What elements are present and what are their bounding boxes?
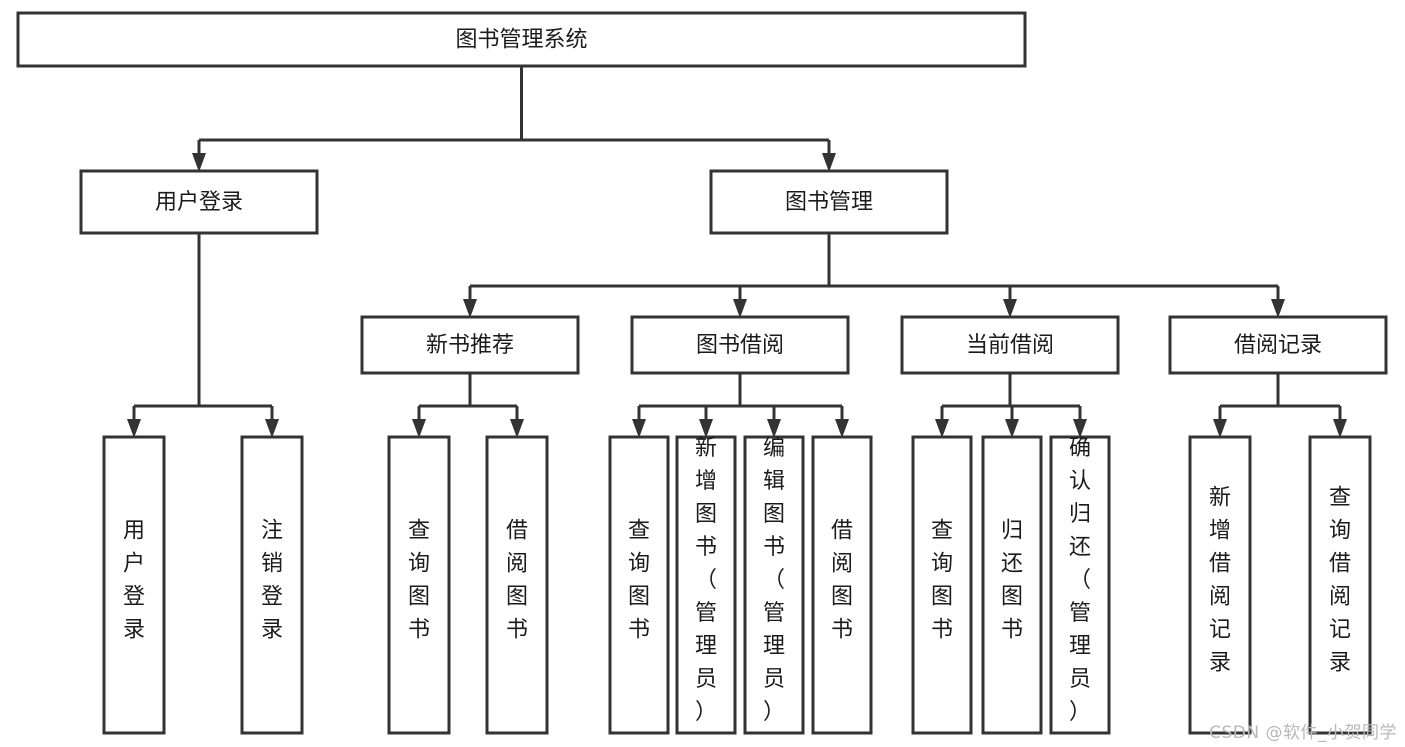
node-label: 借阅图书 bbox=[506, 519, 528, 643]
node-label: 新增借阅记录 bbox=[1209, 486, 1231, 676]
node-layer: 图书管理系统用户登录图书管理新书推荐图书借阅当前借阅借阅记录用户登录注销登录查询… bbox=[16, 11, 1388, 735]
node-label: 用户登录 bbox=[155, 190, 243, 215]
node-label: 图书管理系统 bbox=[455, 28, 587, 53]
node-label: 新增图书（管理员） bbox=[695, 436, 717, 725]
node-label: 图书管理 bbox=[785, 190, 873, 215]
arrow-head-icon bbox=[767, 419, 781, 438]
node-box bbox=[811, 435, 873, 735]
node-label: 当前借阅 bbox=[966, 333, 1054, 358]
edge-group-current-borrow bbox=[0, 0, 1087, 438]
arrow-head-icon bbox=[265, 419, 279, 438]
node-box bbox=[1168, 315, 1388, 375]
node-box bbox=[1049, 435, 1111, 735]
arrow-head-icon bbox=[822, 153, 836, 172]
node-leaf-add-book[interactable]: 新增图书（管理员） bbox=[675, 435, 737, 735]
node-label: 新书推荐 bbox=[426, 333, 514, 358]
node-leaf-edit-book[interactable]: 编辑图书（管理员） bbox=[743, 435, 805, 735]
arrow-head-icon bbox=[1005, 419, 1019, 438]
node-box bbox=[1188, 435, 1252, 735]
node-leaf-borrow-book-1[interactable]: 借阅图书 bbox=[485, 435, 549, 735]
arrow-head-icon bbox=[1333, 419, 1347, 438]
node-book-manage[interactable]: 图书管理 bbox=[709, 169, 949, 235]
arrow-head-icon bbox=[699, 419, 713, 438]
node-box bbox=[79, 169, 319, 235]
node-leaf-user-login[interactable]: 用户登录 bbox=[102, 435, 166, 735]
node-leaf-query-book-1[interactable]: 查询图书 bbox=[387, 435, 451, 735]
node-label: 查询借阅记录 bbox=[1329, 486, 1351, 676]
node-label: 借阅记录 bbox=[1234, 333, 1322, 358]
edge-group-user-login bbox=[0, 0, 279, 438]
edge-group-book-borrow bbox=[0, 0, 849, 438]
edge-group-root bbox=[0, 0, 836, 172]
arrow-head-icon bbox=[835, 419, 849, 438]
node-leaf-add-record[interactable]: 新增借阅记录 bbox=[1188, 435, 1252, 735]
arrow-head-icon bbox=[463, 299, 477, 318]
node-box bbox=[630, 315, 850, 375]
node-leaf-query-book-3[interactable]: 查询图书 bbox=[911, 435, 973, 735]
node-leaf-borrow-book-2[interactable]: 借阅图书 bbox=[811, 435, 873, 735]
arrow-head-icon bbox=[510, 419, 524, 438]
arrow-head-icon bbox=[632, 419, 646, 438]
node-user-login[interactable]: 用户登录 bbox=[79, 169, 319, 235]
node-borrow-record[interactable]: 借阅记录 bbox=[1168, 315, 1388, 375]
node-leaf-logout[interactable]: 注销登录 bbox=[240, 435, 304, 735]
arrow-head-icon bbox=[1271, 299, 1285, 318]
node-box bbox=[981, 435, 1043, 735]
node-label: 注销登录 bbox=[261, 519, 283, 643]
node-box bbox=[675, 435, 737, 735]
arrow-head-icon bbox=[935, 419, 949, 438]
node-label: 查询图书 bbox=[628, 519, 650, 643]
arrow-head-icon bbox=[412, 419, 426, 438]
node-book-borrow[interactable]: 图书借阅 bbox=[630, 315, 850, 375]
edge-group-new-book-recommend bbox=[0, 0, 524, 438]
node-box bbox=[709, 169, 949, 235]
node-box bbox=[240, 435, 304, 735]
node-root[interactable]: 图书管理系统 bbox=[16, 11, 1027, 68]
node-leaf-query-record[interactable]: 查询借阅记录 bbox=[1308, 435, 1372, 735]
node-box bbox=[387, 435, 451, 735]
node-current-borrow[interactable]: 当前借阅 bbox=[900, 315, 1120, 375]
node-label: 查询图书 bbox=[931, 519, 953, 643]
node-box bbox=[360, 315, 580, 375]
node-label: 借阅图书 bbox=[831, 519, 853, 643]
node-label: 查询图书 bbox=[408, 519, 430, 643]
edge-group-borrow-record bbox=[0, 0, 1347, 438]
arrow-head-icon bbox=[1213, 419, 1227, 438]
node-leaf-confirm-return[interactable]: 确认归还（管理员） bbox=[1049, 435, 1111, 735]
node-box bbox=[1308, 435, 1372, 735]
node-box bbox=[900, 315, 1120, 375]
arrow-head-icon bbox=[192, 153, 206, 172]
arrow-head-icon bbox=[733, 299, 747, 318]
node-label: 确认归还（管理员） bbox=[1069, 436, 1091, 725]
arrow-head-icon bbox=[127, 419, 141, 438]
node-new-book-recommend[interactable]: 新书推荐 bbox=[360, 315, 580, 375]
node-leaf-query-book-2[interactable]: 查询图书 bbox=[608, 435, 670, 735]
node-box bbox=[608, 435, 670, 735]
node-box bbox=[911, 435, 973, 735]
node-box bbox=[743, 435, 805, 735]
node-label: 编辑图书（管理员） bbox=[763, 436, 785, 725]
node-box bbox=[16, 11, 1027, 68]
node-label: 用户登录 bbox=[123, 519, 145, 643]
node-label: 归还图书 bbox=[1001, 519, 1023, 643]
node-box bbox=[485, 435, 549, 735]
node-box bbox=[102, 435, 166, 735]
node-leaf-return-book[interactable]: 归还图书 bbox=[981, 435, 1043, 735]
arrow-head-icon bbox=[1073, 419, 1087, 438]
connector-layer bbox=[0, 0, 1347, 438]
arrow-head-icon bbox=[1003, 299, 1017, 318]
edge-group-book-manage bbox=[0, 0, 1285, 318]
node-label: 图书借阅 bbox=[696, 333, 784, 358]
